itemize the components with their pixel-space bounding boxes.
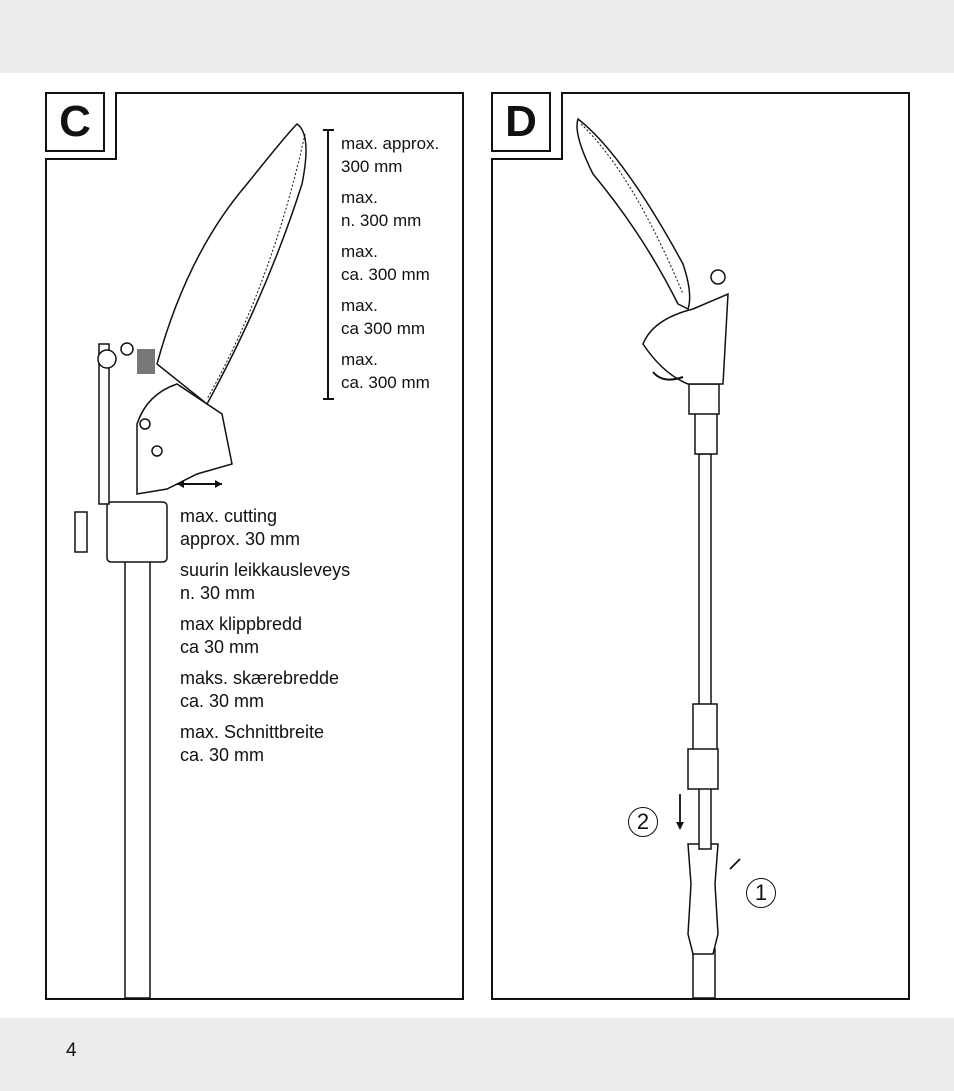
- saw-length-notes: max. approx.300 mm max.n. 300 mm max.ca.…: [341, 132, 439, 402]
- header-band: [0, 0, 954, 73]
- pole-saw-illustration: [576, 117, 741, 998]
- note: max.ca. 300 mm: [341, 350, 430, 392]
- step-marker-2: 2: [628, 807, 658, 837]
- note: max.n. 300 mm: [341, 188, 422, 230]
- note: max. approx.300 mm: [341, 134, 440, 176]
- step-marker-1: 1: [746, 878, 776, 908]
- note: max.ca. 300 mm: [341, 242, 430, 284]
- figure-d: D 2 1: [491, 92, 910, 1000]
- pole-saw-illustration: [74, 123, 334, 998]
- figure-c: C max. approx.300 mm max.n. 300 mm max.c…: [45, 92, 464, 1000]
- note: max.ca 300 mm: [341, 296, 426, 338]
- footer-band: [0, 1018, 954, 1091]
- figure-label-c: C: [45, 92, 105, 152]
- figure-label-d: D: [491, 92, 551, 152]
- page-number: 4: [66, 1040, 77, 1061]
